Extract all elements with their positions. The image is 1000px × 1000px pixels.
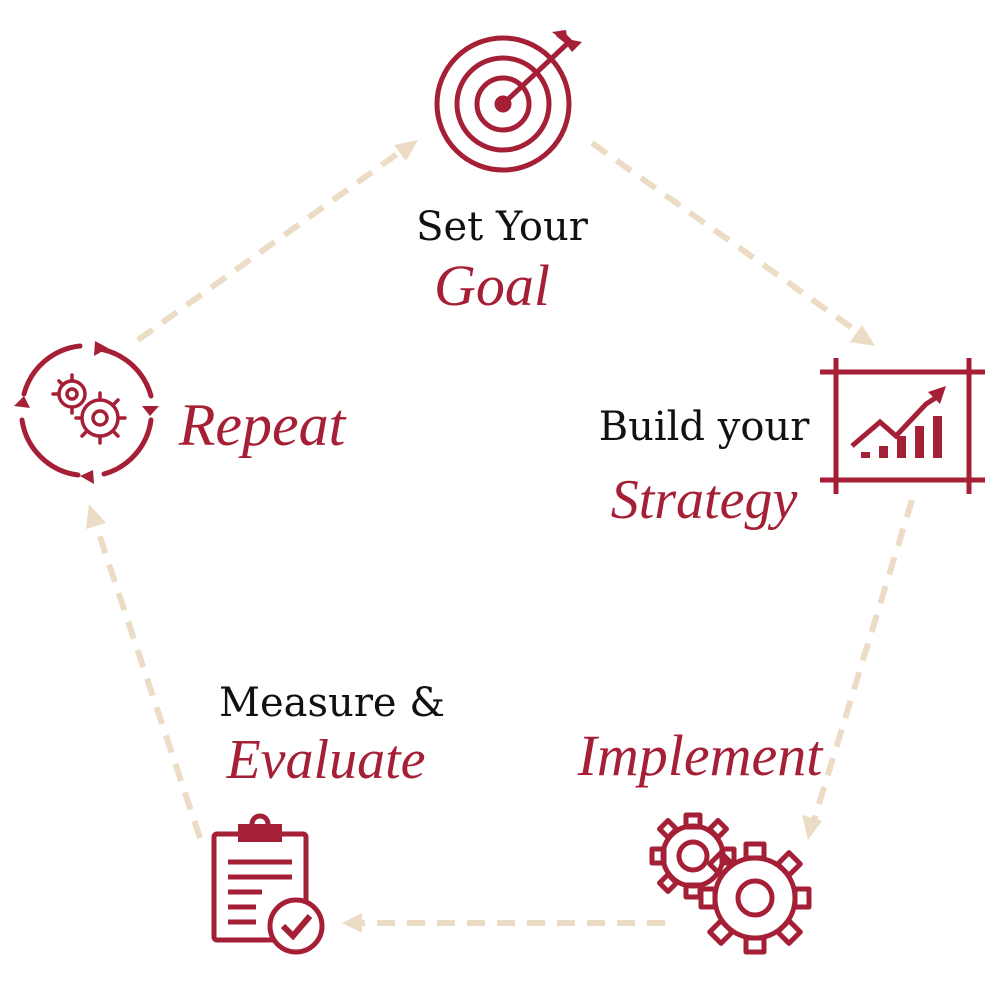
- clipboard-check-icon: [211, 813, 325, 955]
- target-icon: [434, 30, 582, 173]
- arrowhead-strategy-to-implement: [802, 815, 822, 840]
- step-evaluate-title: Measure &: [219, 680, 445, 726]
- step-implement-script: Implement: [577, 723, 825, 788]
- step-strategy-title: Build your: [599, 404, 811, 450]
- arrowhead-evaluate-to-repeat: [86, 504, 106, 529]
- arrow-goal-to-strategy: [590, 140, 857, 333]
- arrowhead-goal-to-strategy: [850, 325, 875, 346]
- step-goal-script: Goal: [434, 253, 550, 318]
- step-goal-title: Set Your: [416, 204, 589, 250]
- arrow-evaluate-to-repeat: [93, 524, 203, 839]
- gears-icon: [649, 812, 812, 955]
- arrowhead-repeat-to-goal: [394, 140, 418, 161]
- growth-chart-icon: [820, 358, 985, 494]
- cycle-arrows: [86, 140, 915, 933]
- cycle-gears-icon: [14, 341, 159, 484]
- arrow-strategy-to-implement: [811, 499, 915, 821]
- step-repeat-script: Repeat: [178, 392, 347, 458]
- arrowhead-implement-to-evaluate: [342, 913, 362, 933]
- step-strategy-script: Strategy: [611, 469, 798, 531]
- arrow-repeat-to-goal: [136, 149, 402, 343]
- step-evaluate-script: Evaluate: [225, 729, 425, 791]
